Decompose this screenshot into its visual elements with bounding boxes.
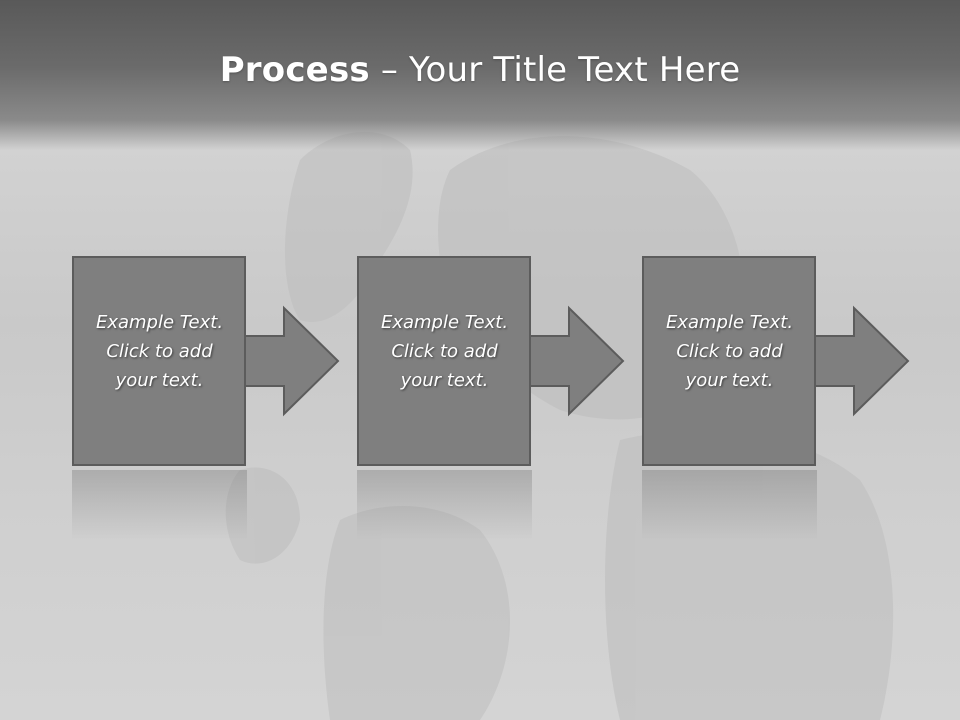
step-3-line-3: your text. xyxy=(685,370,774,391)
step-3-line-1: Example Text. xyxy=(665,312,794,333)
step-3-shape xyxy=(642,256,910,466)
process-step-3[interactable]: Example Text. Click to add your text. xyxy=(642,256,910,466)
step-2-reflection xyxy=(357,470,532,540)
step-1-shape xyxy=(72,256,340,466)
step-2-text[interactable]: Example Text. Click to add your text. xyxy=(357,308,532,395)
title-bold-part: Process xyxy=(219,50,370,90)
step-3-box xyxy=(642,256,816,466)
step-2-line-2: Click to add xyxy=(391,341,498,362)
step-1-line-2: Click to add xyxy=(106,341,213,362)
step-2-box xyxy=(357,256,531,466)
step-3-reflection xyxy=(642,470,817,540)
step-1-line-1: Example Text. xyxy=(95,312,224,333)
slide-title: Process – Your Title Text Here xyxy=(0,50,960,90)
step-1-reflection xyxy=(72,470,247,540)
step-3-text[interactable]: Example Text. Click to add your text. xyxy=(642,308,817,395)
step-3-line-2: Click to add xyxy=(676,341,783,362)
step-2-line-3: your text. xyxy=(400,370,489,391)
step-2-shape xyxy=(357,256,625,466)
step-2-arrow xyxy=(526,305,625,417)
step-1-line-3: your text. xyxy=(115,370,204,391)
step-1-arrow xyxy=(241,305,340,417)
header-band xyxy=(0,0,960,150)
process-step-1[interactable]: Example Text. Click to add your text. xyxy=(72,256,340,466)
step-2-line-1: Example Text. xyxy=(380,312,509,333)
step-3-arrow xyxy=(811,305,910,417)
step-1-box xyxy=(72,256,246,466)
process-step-2[interactable]: Example Text. Click to add your text. xyxy=(357,256,625,466)
title-rest-part: – Your Title Text Here xyxy=(369,50,741,90)
step-1-text[interactable]: Example Text. Click to add your text. xyxy=(72,308,247,395)
